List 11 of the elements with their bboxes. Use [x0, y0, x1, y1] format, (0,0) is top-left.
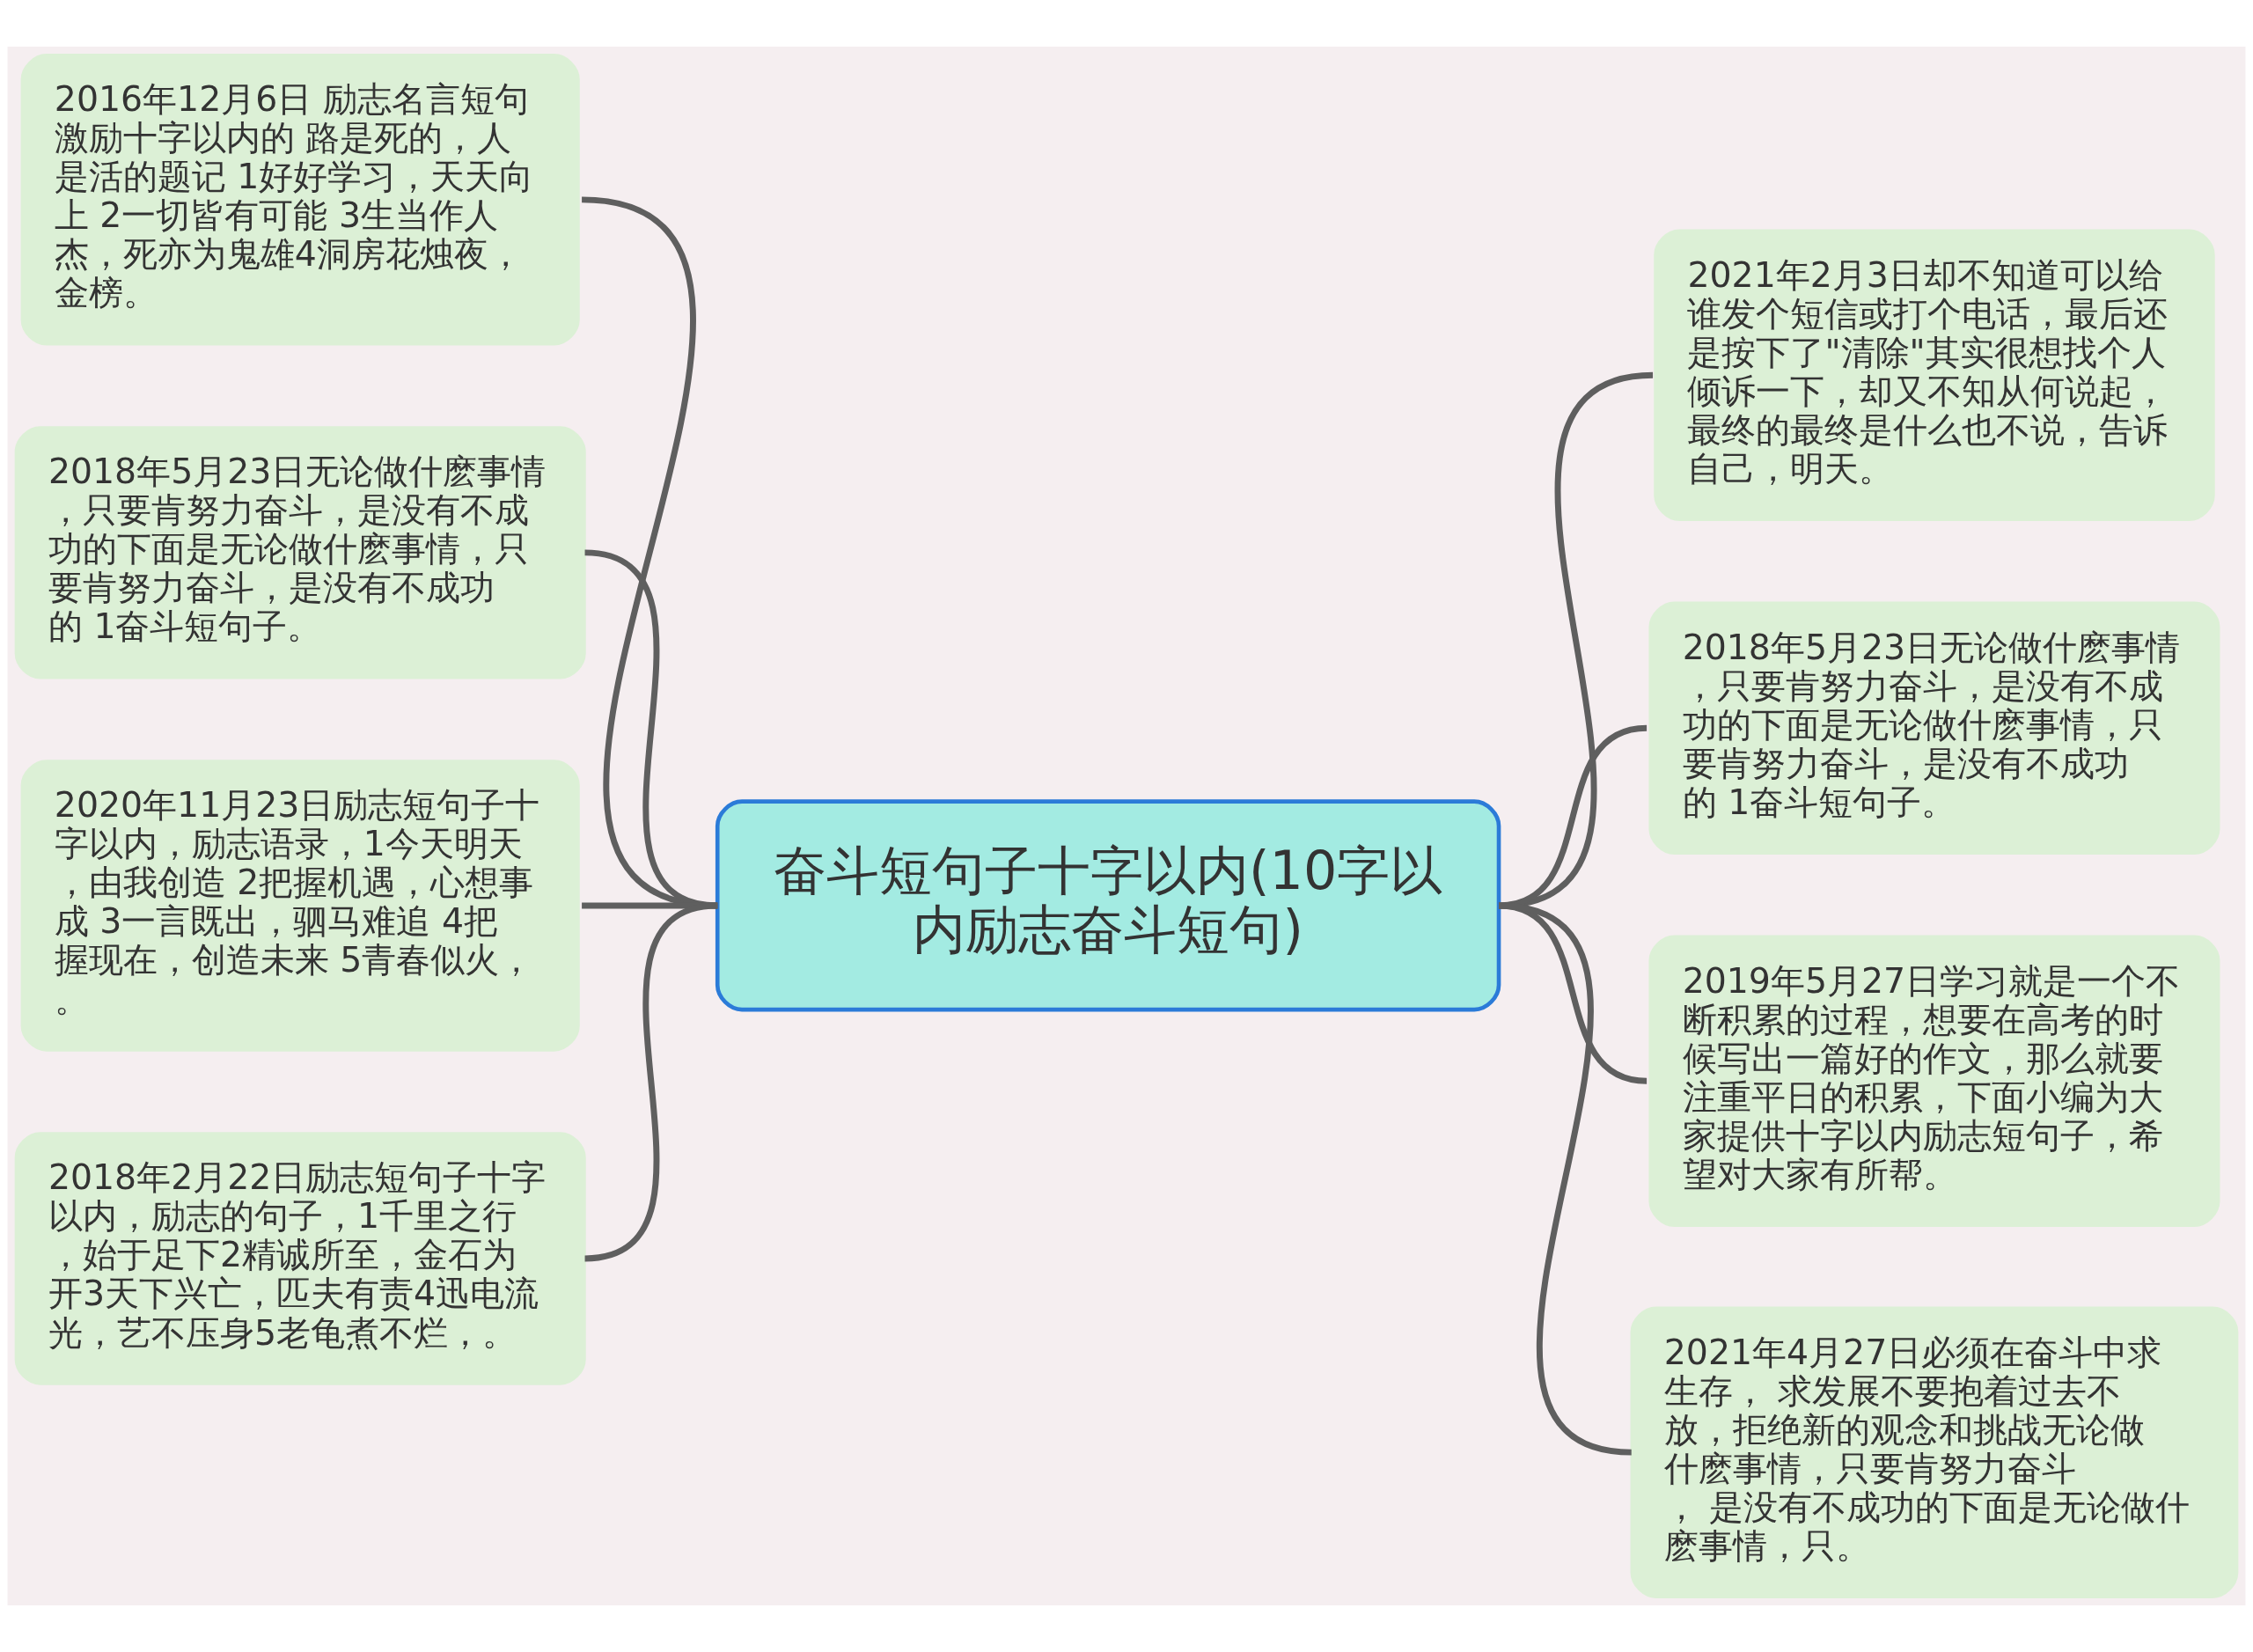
- connector: [581, 196, 718, 909]
- node-box: 2016年12月6日 励志名言短句激励十字以内的 路是死的，人是活的题记 1好好学习，天天向上 2一切皆有可能 3生当作人杰，死亦为鬼雄4洞房花烛夜，金榜。: [20, 54, 580, 346]
- connector: [1498, 902, 1633, 1456]
- node-box: 2020年11月23日励志短句子十字以内，励志语录，1今天明天，由我创造 2把握机遇，心想事成 3一言既出，驷马难追 4把握现在，创造未来 5青春似火，。: [20, 760, 580, 1052]
- node-box: 2018年5月23日无论做什麽事情，只要肯努力奋斗，是没有不成功的下面是无论做什麽事情，只要肯努力奋斗，是没有不成功的 1奋斗短句子。: [14, 426, 586, 679]
- node-box: 2018年5月23日无论做什麽事情，只要肯努力奋斗，是没有不成功的下面是无论做什麽事情，只要肯努力奋斗，是没有不成功的 1奋斗短句子。: [1648, 601, 2220, 855]
- node-box: 2019年5月27日学习就是一个不断积累的过程，想要在高考的时候写出一篇好的作文，那么就要注重平日的积累，下面小编为大家提供十字以内励志短句子，希望对大家有所帮。: [1648, 935, 2220, 1227]
- node-box: 2021年2月3日却不知道可以给谁发个短信或打个电话，最后还是按下了"清除"其实很想找个人倾诉一下，却又不知从何说起，最终的最终是什么也不说，告诉自己，明天。: [1654, 229, 2215, 521]
- node-box: 2021年4月27日必须在奋斗中求生存， 求发展不要抱着过去不放，拒绝新的观念和挑战无论做什麽事情，只要肯努力奋斗， 是没有不成功的下面是无论做什麽事情，只。: [1630, 1306, 2239, 1598]
- node-box: 奋斗短句子十字以内(10字以内励志奋斗短句): [715, 799, 1501, 1012]
- node-box: 2018年2月22日励志短句子十字以内，励志的句子，1千里之行，始于足下2精诚所至，金石为开3天下兴亡，匹夫有责4迅电流光，艺不压身5老龟煮不烂，。: [14, 1132, 586, 1385]
